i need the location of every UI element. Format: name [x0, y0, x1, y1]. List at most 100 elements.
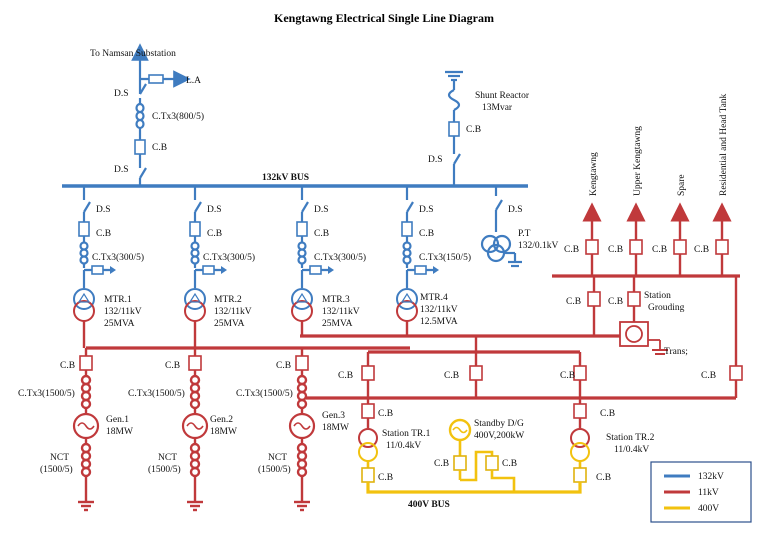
disconnect-switch-icon: [194, 201, 202, 213]
ctx-300-label-2: C.Tx3(300/5): [203, 252, 255, 263]
gen1-ctx-label: C.Tx3(1500/5): [18, 388, 75, 399]
standby-name: Standby D/G: [474, 419, 524, 429]
gen3-nct-rating: (1500/5): [258, 464, 291, 475]
feeder-cb-label: C.B: [694, 245, 709, 255]
current-transformer-icon: [297, 241, 307, 265]
current-transformer-icon: [79, 241, 89, 265]
feeder-name: Upper Kengtawng: [633, 126, 643, 196]
feeder-name: Spare: [677, 174, 687, 196]
legend-label-132kv: 132kV: [698, 472, 724, 482]
disconnect-switch-icon: [495, 199, 503, 211]
gen2-name: Gen.2: [210, 415, 233, 425]
mtr3-name: MTR.3: [322, 295, 350, 305]
generator-bay-3: [288, 348, 316, 512]
transformer-icon: [570, 428, 590, 448]
circuit-breaker-icon: [296, 221, 308, 237]
disconnect-switch-icon: [301, 201, 309, 213]
gen2-nct-rating: (1500/5): [148, 464, 181, 475]
mtr1-rating: 25MVA: [104, 319, 135, 329]
grounding-cb-label: C.B: [608, 297, 623, 307]
gen1-rating: 18MW: [106, 427, 133, 437]
generator-bay-2: [181, 348, 209, 512]
feeder-name: Kengtawng: [589, 152, 599, 196]
circuit-breaker-icon: [295, 355, 309, 371]
legend: 132kV 11kV 400V: [650, 461, 752, 523]
power-transformer-icon: [184, 288, 206, 322]
transformer-icon: [358, 428, 378, 448]
circuit-breaker-icon: [729, 365, 743, 381]
generator-labels: C.B C.B C.B C.Tx3(1500/5) C.Tx3(1500/5) …: [18, 361, 349, 475]
current-transformer-icon: [80, 374, 92, 410]
mtr2-voltage: 132/11kV: [214, 307, 252, 317]
power-transformer-icon: [73, 288, 95, 322]
feeder-cb-label: C.B: [652, 245, 667, 255]
ctx-300-label-1: C.Tx3(300/5): [92, 252, 144, 263]
tie-cb-label-4: C.B: [701, 371, 716, 381]
gen2-nct-label: NCT: [158, 453, 177, 463]
circuit-breaker-icon: [469, 365, 483, 381]
circuit-breaker-icon: [134, 139, 146, 155]
potential-transformer: D.S P.T 132/0.1kV: [480, 186, 559, 268]
gen3-name: Gen.3: [322, 411, 345, 421]
gen2-cb-label: C.B: [165, 361, 180, 371]
feeder-cb-label: C.B: [608, 245, 623, 255]
nct-icon: [80, 442, 92, 478]
mtr3-voltage: 132/11kV: [322, 307, 360, 317]
disconnect-switch-icon: [139, 167, 147, 179]
disconnect-switch-icon: [453, 153, 461, 165]
mtr3-rating: 25MVA: [322, 319, 353, 329]
generator-bay-1: [72, 348, 100, 512]
disconnect-switch-icon: [139, 83, 147, 95]
disconnect-switch-icon: [406, 201, 414, 213]
circuit-breaker-icon: [673, 239, 687, 255]
station-grounding-transformer: C.B Station Grouding Trans;: [608, 276, 688, 357]
mtr4-rating: 12.5MVA: [420, 317, 458, 327]
circuit-breaker-icon: [573, 365, 587, 381]
pt-label: P.T: [518, 229, 531, 239]
feeder-2: C.B Upper Kengtawng: [608, 126, 646, 276]
gen1-name: Gen.1: [106, 415, 129, 425]
gen3-ctx-label: C.Tx3(1500/5): [236, 388, 293, 399]
ct-arrow-icon: [328, 266, 334, 274]
gen1-cb-label: C.B: [60, 361, 75, 371]
current-transformer-icon: [190, 241, 200, 265]
current-transformer-icon: [296, 374, 308, 410]
current-transformer-icon: [189, 374, 201, 410]
ct-arrow-icon: [221, 266, 227, 274]
circuit-breaker-icon: [448, 121, 460, 137]
tie-cb-label-1: C.B: [338, 371, 353, 381]
circuit-breaker-icon: [189, 221, 201, 237]
gen3-cb-label: C.B: [276, 361, 291, 371]
generator-icon: [181, 412, 209, 440]
lightning-arrester-icon: [148, 74, 164, 84]
str1-rating: 11/0.4kV: [386, 441, 421, 451]
feeder-3: C.B Spare: [652, 174, 690, 276]
grounding-label-1: Station: [644, 291, 671, 301]
nct-icon: [189, 442, 201, 478]
mtr2-name: MTR.2: [214, 295, 242, 305]
feeder-tie-cb-label: C.B: [566, 297, 581, 307]
legend-label-11kv: 11kV: [698, 488, 719, 498]
dg-cb-label-2: C.B: [502, 459, 517, 469]
circuit-breaker-icon: [573, 467, 587, 483]
nct-icon: [296, 442, 308, 478]
tie-breakers: C.B C.B C.B C.B C.B: [338, 276, 743, 398]
station-transformer-2: C.B C.B Station TR.2 11/0.4kV: [570, 398, 655, 483]
disconnect-switch-icon: [83, 201, 91, 213]
diagram-title: Kengtawng Electrical Single Line Diagram: [274, 11, 494, 25]
circuit-breaker-icon: [587, 291, 601, 307]
ds-label: D.S: [207, 205, 222, 215]
power-transformer-icon: [291, 288, 313, 322]
transformer-bay-1: D.SC.B: [73, 186, 116, 348]
circuit-breaker-icon: [485, 455, 499, 471]
feeder-cb-label: C.B: [564, 245, 579, 255]
mtr1-name: MTR.1: [104, 295, 132, 305]
circuit-breaker-icon: [627, 291, 641, 307]
ds-label: D.S: [428, 155, 443, 165]
mtr4-name: MTR.4: [420, 293, 448, 303]
circuit-breaker-icon: [78, 221, 90, 237]
current-transformer-icon: [135, 102, 145, 130]
circuit-breaker-icon: [361, 365, 375, 381]
str2-name: Station TR.2: [606, 433, 655, 443]
